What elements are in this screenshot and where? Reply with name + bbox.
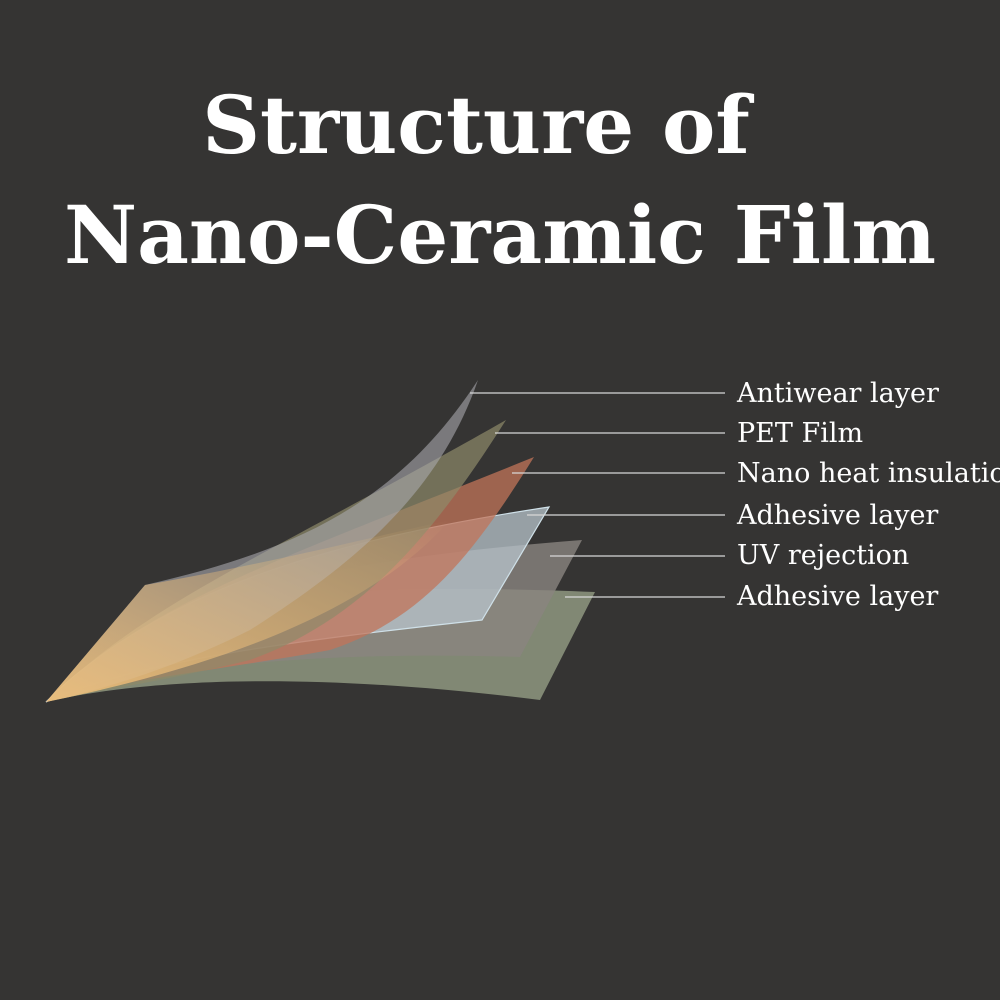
layer-label-adhesive-top: Adhesive layer: [736, 500, 938, 531]
layer-label-adhesive-bottom: Adhesive layer: [736, 581, 938, 612]
layer-label-antiwear: Antiwear layer: [736, 378, 939, 409]
layer-label-nano-heat-insulation: Nano heat insulation: [737, 458, 1000, 489]
diagram-title-line-1: Structure of: [202, 78, 750, 172]
leader-lines: [470, 392, 725, 598]
diagram-title-line-2: Nano-Ceramic Film: [63, 188, 937, 282]
layer-label-uv-rejection: UV rejection: [737, 540, 909, 571]
layer-sheet-glow: [46, 520, 450, 702]
layer-label-pet-film: PET Film: [737, 418, 863, 449]
